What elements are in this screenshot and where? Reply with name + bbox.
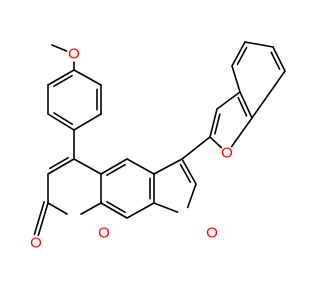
- bond-benzofuran: [209, 108, 218, 138]
- bond-benzofuran-benzene-double: [236, 46, 248, 66]
- bond-furan: [186, 183, 197, 209]
- atom-label-group: O O O O O: [30, 46, 233, 252]
- bond-aryl: [47, 113, 75, 131]
- bond-furan: [153, 202, 179, 213]
- chemical-structure-diagram: O O O O O: [30, 41, 286, 252]
- atom-label-o-benzofuran: O: [221, 145, 233, 162]
- bond-central-ring: [100, 202, 128, 219]
- bond-pyranone-double: [49, 156, 69, 170]
- bond-furan-double: [179, 163, 192, 184]
- bond-benzofuran: [216, 91, 241, 110]
- bond-furan: [181, 158, 197, 185]
- bond-pyranone: [80, 202, 102, 215]
- bond-benzofuran-benzene: [272, 46, 286, 72]
- bond-furan-benzofuran-link: [181, 136, 211, 160]
- bond-pyranone: [73, 158, 102, 175]
- bond-benzofuran-benzene: [251, 70, 286, 119]
- bond-benzofuran: [209, 136, 222, 149]
- atom-label-o-methoxy: O: [68, 46, 80, 63]
- atom-label-o-pyranone-ring: O: [98, 225, 110, 242]
- bond-carbonyl-double: [33, 201, 45, 235]
- bond-aryl-double: [53, 74, 73, 88]
- bond-benzofuran-benzene: [231, 65, 241, 93]
- bond-benzofuran-double: [237, 96, 248, 117]
- bond-benzofuran: [239, 91, 253, 119]
- bond-furan: [153, 158, 183, 175]
- bond-benzofuran: [230, 117, 253, 148]
- bond-central-ring: [126, 202, 155, 219]
- atom-label-o-furan: O: [206, 225, 218, 242]
- bond-aryl: [73, 69, 102, 86]
- bond-aryl-double: [53, 112, 73, 125]
- bond-central-ring-double: [106, 200, 126, 214]
- bond-aryl: [47, 69, 75, 86]
- bond-benzofuran-benzene-double: [270, 51, 281, 70]
- bond-group: [33, 41, 286, 237]
- bond-central-ring: [126, 158, 155, 175]
- atom-label-o-carbonyl: O: [30, 235, 42, 252]
- bond-methyl-oxygen: [51, 44, 68, 52]
- bond-pyranone: [47, 158, 75, 175]
- bond-benzofuran-benzene: [231, 41, 246, 67]
- bond-benzofuran-double: [214, 113, 221, 135]
- bond-benzofuran-benzene: [244, 41, 274, 48]
- bond-aryl: [73, 113, 102, 131]
- bond-central-ring-double: [106, 163, 126, 177]
- bond-central-ring: [100, 158, 128, 175]
- bond-pyranone: [47, 202, 68, 215]
- bond-carbonyl: [37, 202, 49, 237]
